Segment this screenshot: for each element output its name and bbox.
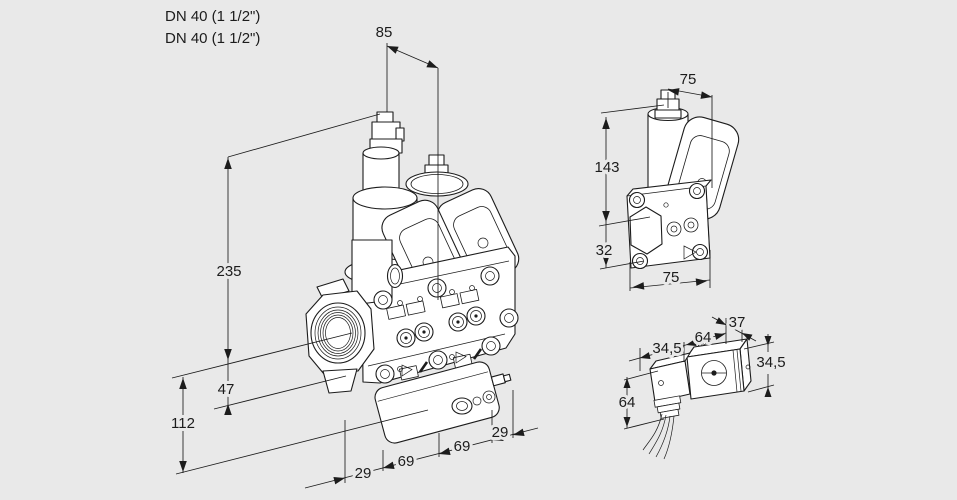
- dim-center-to-base: 112: [171, 415, 195, 432]
- dim-depth-top: 85: [376, 24, 393, 41]
- pipe-flange: [305, 278, 375, 394]
- flange-bolts: [373, 266, 519, 384]
- dim-chain-3: 69: [454, 438, 471, 455]
- side-view-dimensions: 75 143 32 75: [591, 68, 713, 291]
- dim-center-to-flange: 47: [218, 381, 235, 398]
- body-ports: [386, 285, 486, 381]
- lower-box: [374, 361, 512, 444]
- port-size-line2: DN 40 (1 1/2"): [165, 30, 260, 47]
- cable-wires: [642, 413, 675, 460]
- coil-view-dimensions: 37 64 34,5 34,5 64: [616, 311, 789, 430]
- dim-plug-depth: 34,5: [652, 340, 681, 357]
- dim-side-width: 75: [663, 269, 680, 286]
- dim-coil-length: 64: [695, 329, 712, 346]
- dim-side-lower: 32: [596, 242, 613, 259]
- coil-body: [686, 332, 752, 400]
- main-view-double-valve: 85 235 47 112 29 69 69 29: [168, 21, 539, 489]
- flow-arrow-icon: [455, 351, 467, 364]
- dim-chain-1: 29: [355, 465, 372, 482]
- dim-plug-height: 64: [619, 394, 636, 411]
- dim-chain-4: 29: [492, 424, 509, 441]
- side-view-single-valve: 75 143 32 75: [591, 68, 740, 291]
- coil-view: 37 64 34,5 34,5 64: [616, 311, 789, 460]
- main-view-dimensions: 85 235 47 112 29 69 69 29: [168, 21, 539, 489]
- flow-arrow-icon: [683, 245, 697, 260]
- dim-side-height: 143: [594, 159, 619, 176]
- side-valve-body: [626, 179, 712, 270]
- dim-side-depth-top: 75: [680, 71, 697, 88]
- port-size-line1: DN 40 (1 1/2"): [165, 8, 260, 25]
- dim-chain-2: 69: [398, 453, 415, 470]
- rear-actuator: [405, 154, 469, 197]
- port-size-labels: DN 40 (1 1/2") DN 40 (1 1/2"): [165, 8, 260, 47]
- dim-coil-height: 34,5: [756, 354, 785, 371]
- valve-body-block: [351, 239, 516, 384]
- dim-coil-depth: 37: [729, 314, 746, 331]
- cable-plug: [642, 352, 691, 460]
- flow-arrow-icon: [401, 364, 413, 377]
- dim-height-above-center: 235: [216, 263, 241, 280]
